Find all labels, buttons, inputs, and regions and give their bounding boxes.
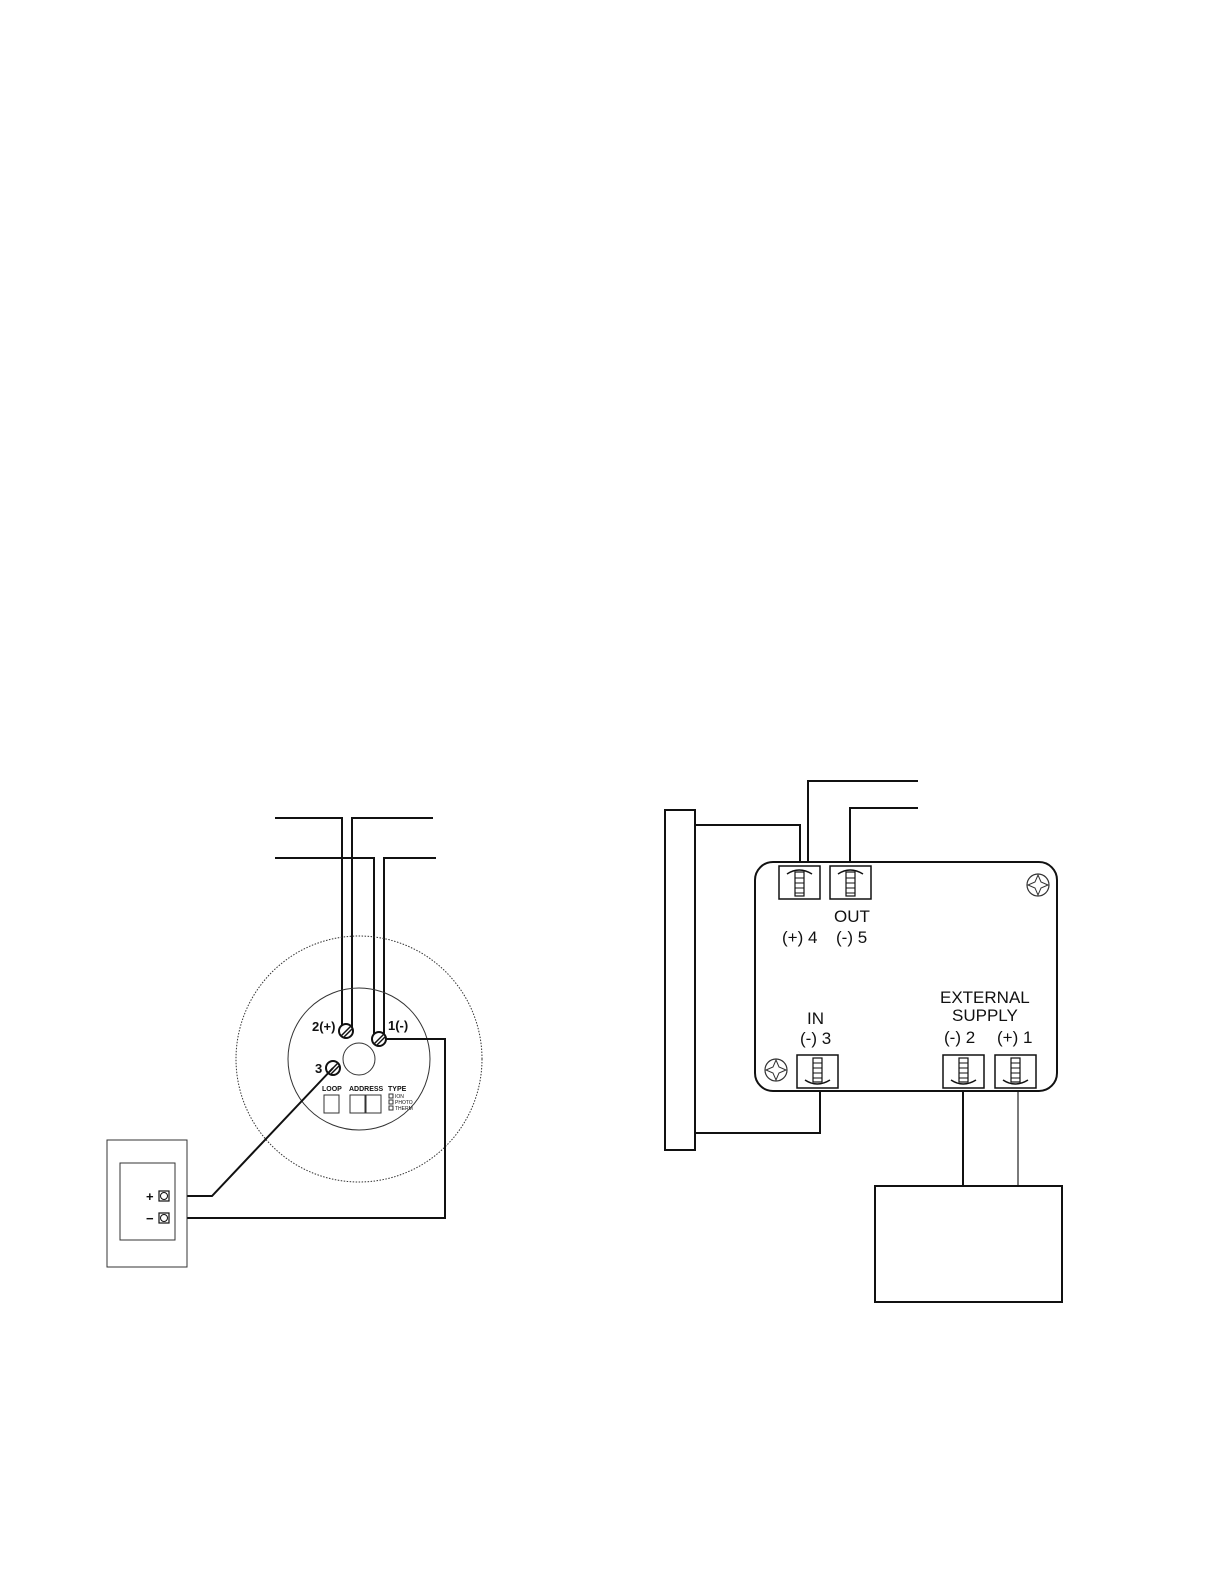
device-minus-label: − xyxy=(146,1211,154,1226)
terminal-block-supply-minus-icon xyxy=(943,1055,984,1088)
loop-wire-upper-left xyxy=(275,818,342,1028)
device-plus-label: + xyxy=(146,1189,154,1204)
type-checkbox-1 xyxy=(389,1094,393,1098)
address-switch-tens xyxy=(350,1095,365,1113)
type-checkbox-3 xyxy=(389,1106,393,1110)
detector-wiring-diagram: 2(+) 1(-) 3 LOOP ADDRESS TYPE ION PHOTO … xyxy=(107,818,482,1267)
wire-panel-to-out-plus xyxy=(695,825,800,867)
in-terminal-label: (-) 3 xyxy=(800,1029,831,1048)
device-plus-screw-icon xyxy=(159,1191,169,1201)
type-label: TYPE xyxy=(388,1086,407,1093)
terminal-block-out-minus-icon xyxy=(830,866,871,899)
terminal-2-label: 2(+) xyxy=(312,1019,335,1034)
out-label: OUT xyxy=(834,907,870,926)
terminal-1-label: 1(-) xyxy=(388,1018,408,1033)
external-supply-label-line1: EXTERNAL xyxy=(940,988,1030,1007)
device-minus-screw-icon xyxy=(159,1213,169,1223)
detector-base-center-hole xyxy=(343,1043,375,1075)
in-label: IN xyxy=(807,1009,824,1028)
wire-out-plus-to-line xyxy=(808,781,918,867)
terminal-1-screw-icon xyxy=(372,1032,386,1046)
external-supply-label-line2: SUPPLY xyxy=(952,1006,1018,1025)
loop-label: LOOP xyxy=(322,1086,342,1093)
address-switch-ones xyxy=(366,1095,381,1113)
type-checkbox-2 xyxy=(389,1100,393,1104)
wire-in-to-panel xyxy=(695,1088,820,1133)
wire-terminal-3-to-plus xyxy=(169,1068,333,1196)
type-option-3: THERM xyxy=(395,1106,413,1112)
out-terminal-minus-label: (-) 5 xyxy=(836,928,867,947)
supply-terminal-minus-label: (-) 2 xyxy=(944,1028,975,1047)
terminal-block-supply-plus-icon xyxy=(995,1055,1036,1088)
module-wiring-diagram: OUT (+) 4 (-) 5 IN (-) 3 EXTERNAL SUPPLY… xyxy=(665,781,1062,1302)
loop-wire-lower-right xyxy=(384,858,436,1035)
control-panel-bar xyxy=(665,810,695,1150)
loop-switch xyxy=(324,1095,339,1113)
address-label: ADDRESS xyxy=(349,1086,384,1093)
wire-out-minus-to-line xyxy=(850,808,918,867)
external-power-supply-box xyxy=(875,1186,1062,1302)
wire-terminal-1-to-minus xyxy=(169,1039,445,1218)
terminal-3-label: 3 xyxy=(315,1061,322,1076)
terminal-block-out-plus-icon xyxy=(779,866,820,899)
supply-terminal-plus-label: (+) 1 xyxy=(997,1028,1032,1047)
terminal-2-screw-icon xyxy=(339,1024,353,1038)
out-terminal-plus-label: (+) 4 xyxy=(782,928,817,947)
terminal-block-in-icon xyxy=(797,1055,838,1088)
loop-wire-lower-left xyxy=(275,858,374,1035)
